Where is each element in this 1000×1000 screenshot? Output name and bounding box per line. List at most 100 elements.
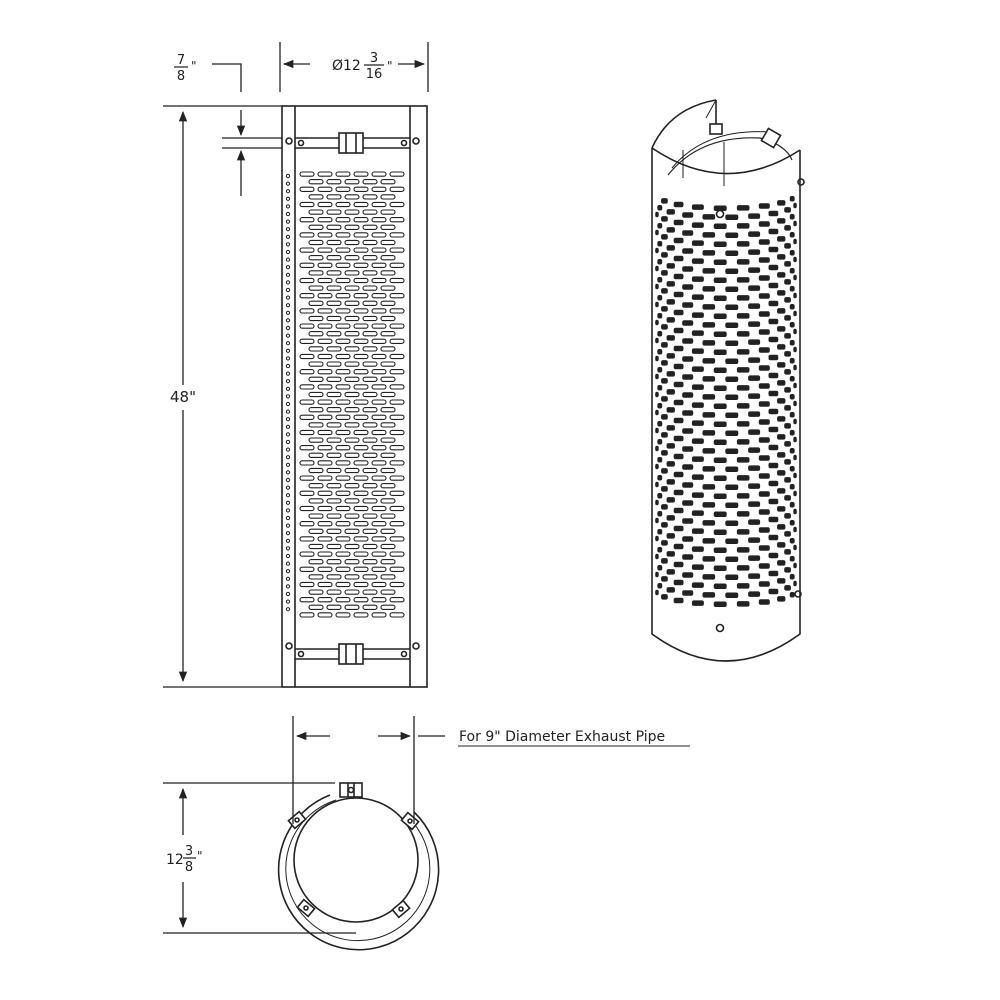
isometric-perforation-slot (657, 277, 663, 283)
isometric-bolt-lower (715, 623, 725, 633)
perforation-slot (326, 270, 342, 276)
perforation-slot (326, 285, 342, 291)
isometric-perforation-slot (657, 205, 663, 211)
perforation-slot (380, 239, 396, 246)
isometric-perforation-slot (793, 256, 797, 263)
perforation-slot (380, 315, 396, 322)
edge-perforation-dot (285, 265, 291, 270)
isometric-perforation-slot (661, 576, 668, 582)
isometric-perforation-slot (793, 418, 797, 425)
isometric-perforation-slot (691, 528, 704, 534)
perforation-slot (371, 597, 387, 603)
isometric-perforation-slot (691, 366, 704, 372)
isometric-perforation-slot (657, 223, 663, 229)
perforation-slot (317, 399, 333, 405)
perforation-slot (326, 179, 342, 185)
isometric-perforation-slot (673, 345, 684, 352)
isometric-perforation-slot (777, 560, 786, 566)
isometric-perforation-slot (768, 516, 779, 523)
perforation-slot (353, 247, 369, 253)
isometric-perforation-slot (768, 372, 779, 379)
isometric-perforation-slot (655, 427, 659, 434)
isometric-perforation-slot (655, 283, 659, 290)
isometric-perforation-slot (748, 249, 761, 255)
perforation-slot (335, 429, 351, 436)
perforation-slot (299, 369, 315, 375)
isometric-perforation-slot (748, 267, 761, 273)
perforation-slot (371, 384, 387, 390)
isometric-perforation-slot (691, 492, 704, 498)
isometric-perforation-slot (793, 238, 797, 245)
isometric-bolt-upper (715, 209, 725, 219)
perforation-slot (344, 224, 360, 230)
isometric-perforation-slot (793, 328, 797, 335)
perforation-slot (362, 422, 378, 428)
perforation-slot (326, 255, 342, 261)
perforation-slot (308, 331, 324, 337)
isometric-perforation-slot (725, 340, 739, 346)
perforation-slot (353, 201, 369, 208)
edge-perforation-dot (285, 287, 291, 293)
perforation-slot (389, 536, 405, 542)
perforation-slot (308, 376, 324, 382)
perforation-slot (371, 536, 387, 542)
isometric-perforation-slot (748, 321, 761, 327)
perforation-slot (362, 346, 378, 352)
perforation-slot (326, 528, 342, 534)
perforation-slot (317, 536, 333, 542)
perforation-slot (299, 384, 315, 390)
edge-perforation-dot (285, 204, 291, 209)
isometric-perforation-slot (793, 382, 797, 389)
isometric-perforation-slot (793, 292, 797, 299)
perforation-slot (362, 559, 378, 565)
isometric-perforation-slot (758, 365, 770, 371)
isometric-perforation-slot (673, 291, 684, 298)
isometric-perforation-slot (666, 479, 675, 485)
isometric-perforation-slot (713, 475, 727, 481)
isometric-perforation-slot (768, 300, 779, 307)
isometric-perforation-slot (691, 402, 704, 408)
perforation-slot (317, 566, 333, 572)
isometric-perforation-slot (655, 535, 659, 542)
isometric-perforation-slot (725, 430, 739, 436)
edge-perforation-dot (285, 538, 291, 543)
perforation-slot (317, 293, 333, 299)
edge-perforation-dot (285, 409, 291, 414)
perforation-slot (362, 528, 378, 534)
height-dimension (163, 105, 282, 688)
perforation-slot (362, 543, 378, 550)
isometric-perforation-slot (793, 454, 797, 461)
isometric-perforation-slot (768, 444, 779, 451)
perforation-slot (371, 551, 387, 557)
isometric-perforation-slot (789, 484, 795, 490)
isometric-perforation-slot (793, 364, 797, 371)
diameter-dimension-numerator: 3 (370, 51, 378, 66)
isometric-perforation-slot (713, 421, 727, 427)
perforation-slot (380, 407, 396, 413)
isometric-perforation-slot (777, 416, 786, 422)
isometric-perforation-slot (725, 466, 739, 472)
isometric-perforation-slot (725, 268, 739, 274)
isometric-perforation-slot (789, 430, 795, 436)
isometric-perforation-slot (666, 551, 675, 557)
isometric-perforation-slot (777, 308, 786, 314)
end-view (277, 782, 440, 951)
isometric-view (651, 99, 805, 662)
perforation-slot (335, 277, 351, 284)
perforation-slot (371, 171, 387, 177)
perforation-slot (326, 209, 342, 215)
perforation-slot (308, 604, 324, 610)
isometric-perforation-slot (682, 392, 694, 398)
isometric-perforation-slot (789, 214, 795, 220)
perforation-slot (353, 566, 369, 572)
isometric-perforation-slot (655, 445, 659, 452)
isometric-perforation-slot (682, 374, 694, 380)
isometric-perforation-slot (691, 240, 704, 246)
perforation-slot (326, 589, 342, 595)
perforation-slot (317, 353, 333, 360)
perforation-slot (308, 513, 324, 519)
perforation-slot (353, 293, 369, 299)
isometric-perforation-slot (725, 304, 739, 310)
isometric-perforation-slot (657, 421, 663, 427)
isometric-perforation-slot (657, 259, 663, 265)
